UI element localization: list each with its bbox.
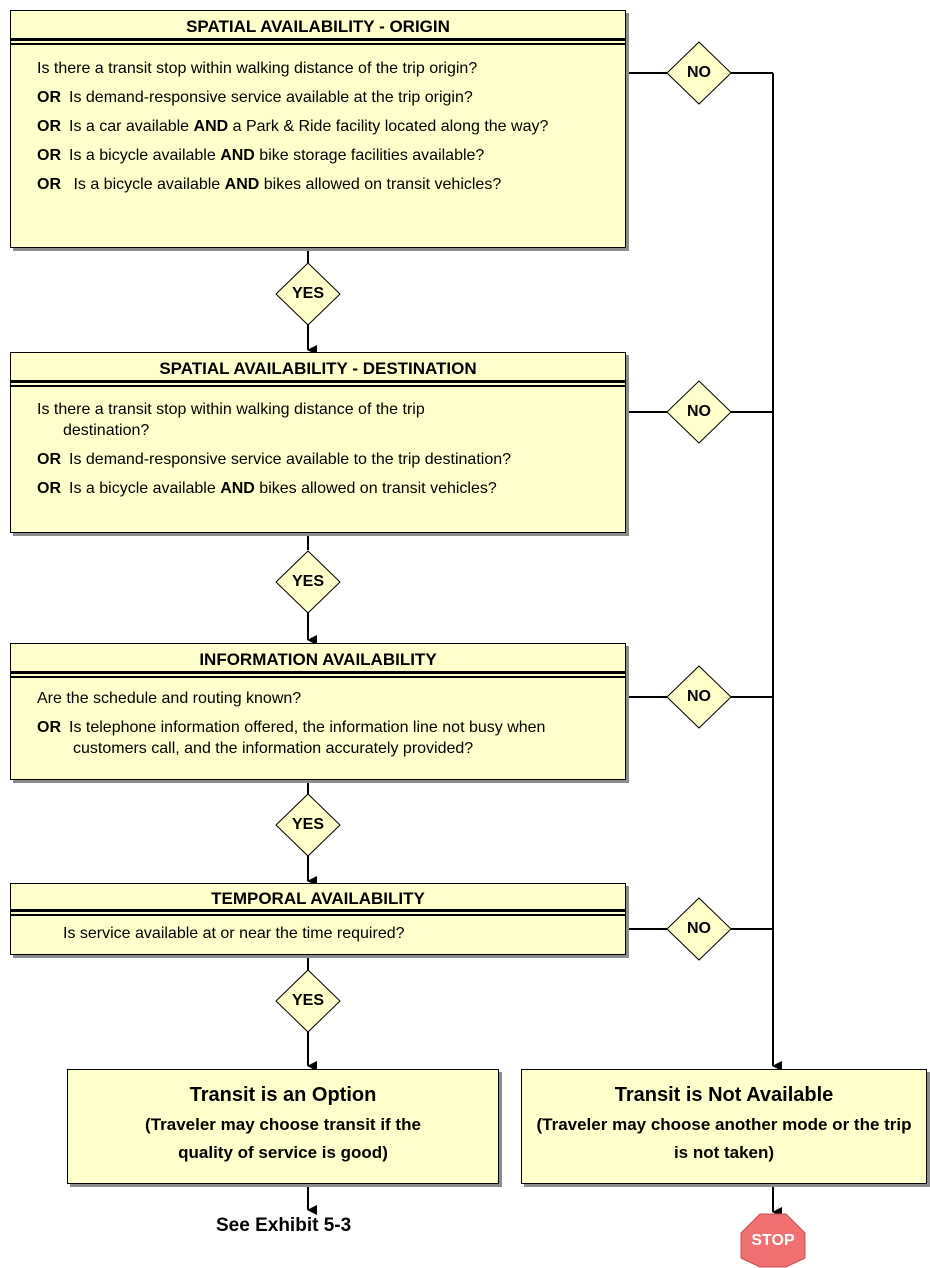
question-continuation: destination? bbox=[63, 422, 150, 439]
or-label: OR bbox=[37, 89, 61, 106]
question-2-0: Are the schedule and routing known? bbox=[37, 688, 609, 709]
question-1-0: Is there a transit stop within walking d… bbox=[37, 399, 609, 441]
yes-diamond-1 bbox=[275, 262, 341, 326]
yes-label-1: YES bbox=[291, 285, 324, 302]
question-text: Is a bicycle available bbox=[69, 176, 225, 193]
section-header-destination: SPATIAL AVAILABILITY - DESTINATION bbox=[10, 352, 626, 386]
no-label-2: NO bbox=[687, 403, 711, 420]
no-diamond-3 bbox=[666, 665, 732, 729]
question-0-3: OR Is a bicycle available AND bike storag… bbox=[37, 145, 603, 166]
and-label: AND bbox=[220, 480, 255, 497]
yes-label-4: YES bbox=[291, 992, 324, 1009]
see-exhibit-label: See Exhibit 5-3 bbox=[216, 1215, 352, 1236]
outcome-option-sub: (Traveler may choose transit if the qual… bbox=[145, 1115, 421, 1162]
section-body-information: Are the schedule and routing known? OR Is … bbox=[10, 677, 626, 780]
yes-label-3: YES bbox=[291, 816, 324, 833]
section-body-temporal: Is service available at or near the time… bbox=[10, 915, 626, 955]
or-label: OR bbox=[37, 719, 61, 736]
question-text: Is there a transit stop within walking d… bbox=[37, 60, 478, 77]
question-text: Are the schedule and routing known? bbox=[37, 690, 302, 707]
question-text: Is there a transit stop within walking d… bbox=[37, 401, 425, 418]
section-header-temporal: TEMPORAL AVAILABILITY bbox=[10, 883, 626, 915]
no-label-4: NO bbox=[687, 920, 711, 937]
yes-diamond-3 bbox=[275, 793, 341, 857]
outcome-na-sub: (Traveler may choose another mode or the… bbox=[536, 1115, 912, 1162]
outcome-na-title: Transit is Not Available bbox=[614, 1084, 834, 1106]
question-text: Is telephone information offered, the in… bbox=[69, 719, 546, 757]
no-label-3: NO bbox=[687, 688, 711, 705]
or-label: OR bbox=[37, 176, 61, 193]
or-label: OR bbox=[37, 147, 61, 164]
question-text: bikes allowed on transit vehicles? bbox=[259, 176, 502, 193]
question-text: Is service available at or near the time… bbox=[63, 925, 405, 942]
section-body-origin: Is there a transit stop within walking d… bbox=[10, 44, 626, 248]
and-label: AND bbox=[224, 176, 260, 193]
no-diamond-1 bbox=[666, 41, 732, 105]
section-header-origin: SPATIAL AVAILABILITY - ORIGIN bbox=[10, 10, 626, 44]
question-text: Is demand-responsive service available a… bbox=[69, 89, 473, 106]
question-2-1: OR Is telephone information offered, the … bbox=[37, 717, 609, 759]
question-1-2: OR Is a bicycle available AND bikes allow… bbox=[37, 478, 609, 499]
section-header-information: INFORMATION AVAILABILITY bbox=[10, 643, 626, 677]
outcome-option-title: Transit is an Option bbox=[189, 1084, 377, 1106]
yes-diamond-2 bbox=[275, 550, 341, 614]
stop-sign-icon bbox=[740, 1213, 806, 1268]
question-0-2: OR Is a car available AND a Park & Ride f… bbox=[37, 116, 603, 137]
no-diamond-2 bbox=[666, 380, 732, 444]
section-body-destination: Is there a transit stop within walking d… bbox=[10, 386, 626, 533]
question-1-1: OR Is demand-responsive service available… bbox=[37, 449, 609, 470]
question-text: Is a bicycle available bbox=[69, 147, 221, 164]
question-text: a Park & Ride facility located along the… bbox=[228, 118, 549, 135]
no-diamond-4 bbox=[666, 897, 732, 961]
and-label: AND bbox=[220, 147, 255, 164]
or-label: OR bbox=[37, 480, 61, 497]
or-label: OR bbox=[37, 118, 61, 135]
question-text: Is demand-responsive service available t… bbox=[69, 451, 512, 468]
question-text: Is a bicycle available bbox=[69, 480, 221, 497]
and-label: AND bbox=[193, 118, 229, 135]
no-label-1: NO bbox=[687, 64, 711, 81]
question-0-0: Is there a transit stop within walking d… bbox=[37, 58, 603, 79]
question-0-1: OR Is demand-responsive service available… bbox=[37, 87, 603, 108]
yes-diamond-4 bbox=[275, 969, 341, 1033]
question-0-4: OR Is a bicycle available AND bikes allo… bbox=[37, 174, 603, 195]
question-text: Is a car available bbox=[69, 118, 194, 135]
question-text: bikes allowed on transit vehicles? bbox=[254, 480, 497, 497]
outcome-transit-not-available: Transit is Not Available (Traveler may c… bbox=[521, 1069, 927, 1184]
outcome-transit-option: Transit is an Option (Traveler may choos… bbox=[67, 1069, 499, 1184]
yes-label-2: YES bbox=[291, 573, 324, 590]
question-text: bike storage facilities available? bbox=[254, 147, 485, 164]
question-3-0: Is service available at or near the time… bbox=[63, 923, 609, 944]
stop-label: STOP bbox=[751, 1232, 795, 1249]
or-label: OR bbox=[37, 451, 61, 468]
